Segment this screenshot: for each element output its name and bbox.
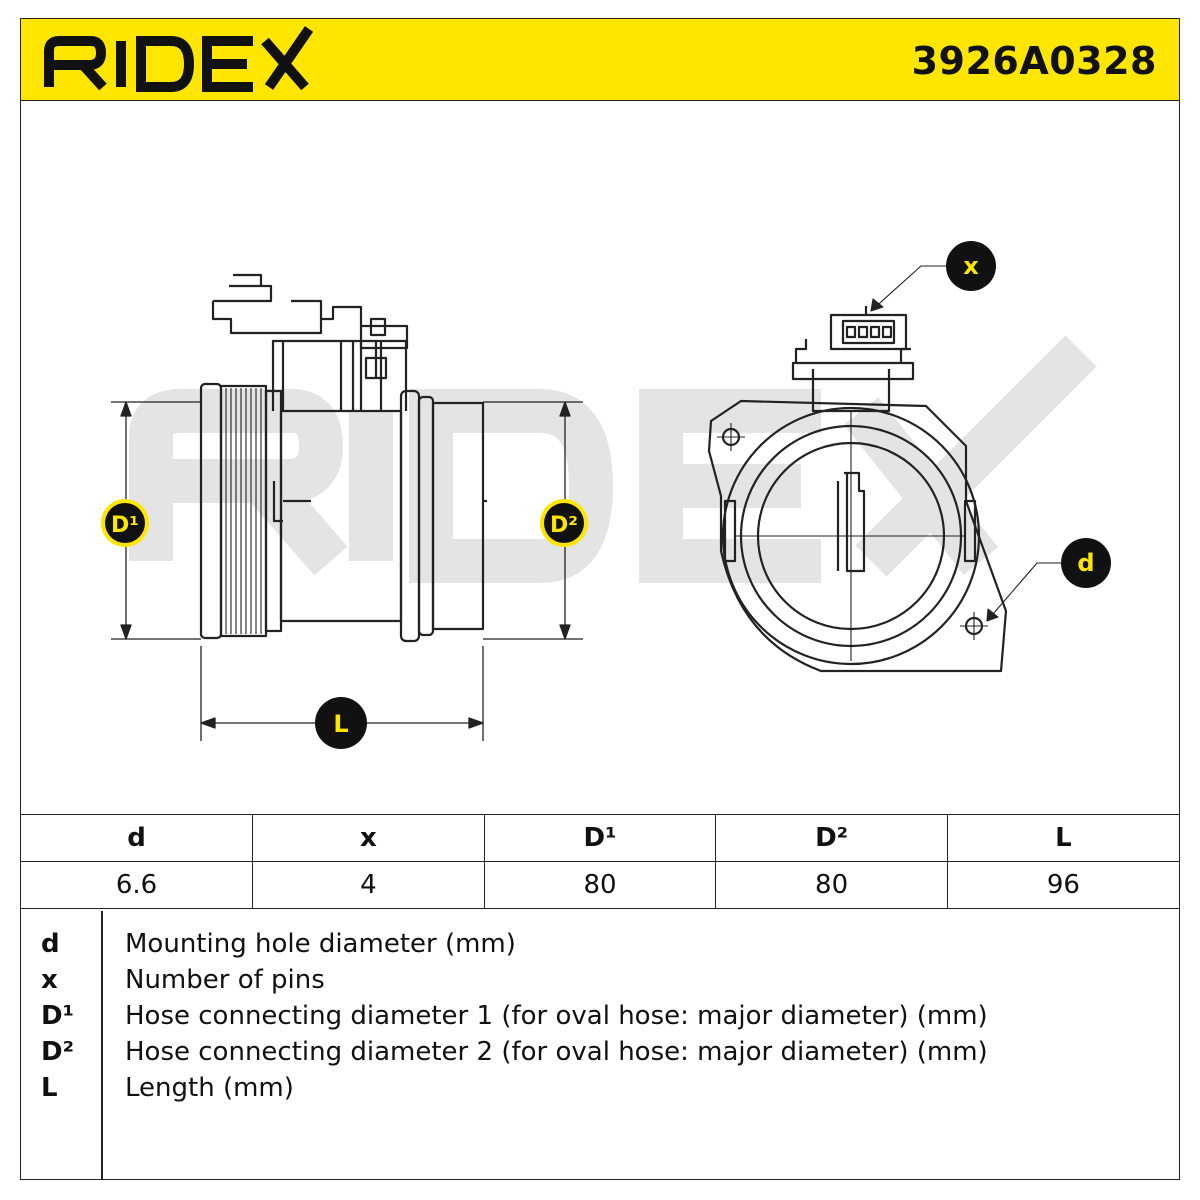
callout-pins-label: x bbox=[963, 252, 979, 280]
spec-header-d: d bbox=[21, 814, 254, 862]
legend-description: Hose connecting diameter 1 (for oval hos… bbox=[125, 1001, 988, 1031]
product-sheet: 3926A0328 bbox=[20, 18, 1180, 1180]
legend-symbol: L bbox=[41, 1073, 58, 1103]
legend-item: x Number of pins bbox=[21, 965, 1179, 1001]
center-lines bbox=[717, 265, 1061, 661]
legend-divider bbox=[101, 911, 103, 1179]
ridex-watermark bbox=[129, 335, 1097, 583]
callout-d2: D² bbox=[540, 499, 588, 547]
callout-d1: D¹ bbox=[101, 499, 149, 547]
spec-header-l: L bbox=[947, 814, 1179, 862]
spec-value-x: 4 bbox=[252, 861, 485, 909]
spec-header-row: d x D¹ D² L bbox=[21, 814, 1179, 862]
spec-table: d x D¹ D² L 6.6 4 80 80 96 bbox=[21, 814, 1179, 909]
callout-hole-label: d bbox=[1077, 549, 1094, 577]
legend-description: Hose connecting diameter 2 (for oval hos… bbox=[125, 1037, 988, 1067]
legend-description: Mounting hole diameter (mm) bbox=[125, 929, 516, 959]
legend-item: D¹ Hose connecting diameter 1 (for oval … bbox=[21, 1001, 1179, 1037]
spec-header-d2: D² bbox=[715, 814, 948, 862]
callout-d2-label: D² bbox=[550, 513, 578, 538]
callout-d1-label: D¹ bbox=[111, 513, 139, 538]
legend-item: L Length (mm) bbox=[21, 1073, 1179, 1109]
side-view bbox=[199, 273, 487, 643]
legend-item: d Mounting hole diameter (mm) bbox=[21, 929, 1179, 965]
technical-drawing: D¹ D² L x d bbox=[101, 241, 1111, 749]
legend-description: Length (mm) bbox=[125, 1073, 294, 1103]
spec-value-d1: 80 bbox=[484, 861, 717, 909]
spec-value-d: 6.6 bbox=[21, 861, 254, 909]
spec-value-d2: 80 bbox=[715, 861, 948, 909]
legend-symbol: D¹ bbox=[41, 1001, 74, 1031]
spec-value-row: 6.6 4 80 80 96 bbox=[21, 861, 1179, 909]
callout-length-label: L bbox=[333, 710, 348, 738]
spec-value-l: 96 bbox=[947, 861, 1179, 909]
header-bar: 3926A0328 bbox=[21, 19, 1179, 101]
callout-pins: x bbox=[946, 241, 996, 291]
part-number: 3926A0328 bbox=[911, 39, 1157, 83]
legend-item: D² Hose connecting diameter 2 (for oval … bbox=[21, 1037, 1179, 1073]
ridex-logo bbox=[44, 26, 313, 92]
legend: d Mounting hole diameter (mm) x Number o… bbox=[21, 911, 1179, 1179]
legend-description: Number of pins bbox=[125, 965, 325, 995]
legend-symbol: D² bbox=[41, 1037, 74, 1067]
callout-hole: d bbox=[1061, 538, 1111, 588]
legend-symbol: x bbox=[41, 965, 58, 995]
spec-header-x: x bbox=[252, 814, 485, 862]
spec-header-d1: D¹ bbox=[484, 814, 717, 862]
callout-length: L bbox=[315, 697, 367, 749]
legend-symbol: d bbox=[41, 929, 60, 959]
